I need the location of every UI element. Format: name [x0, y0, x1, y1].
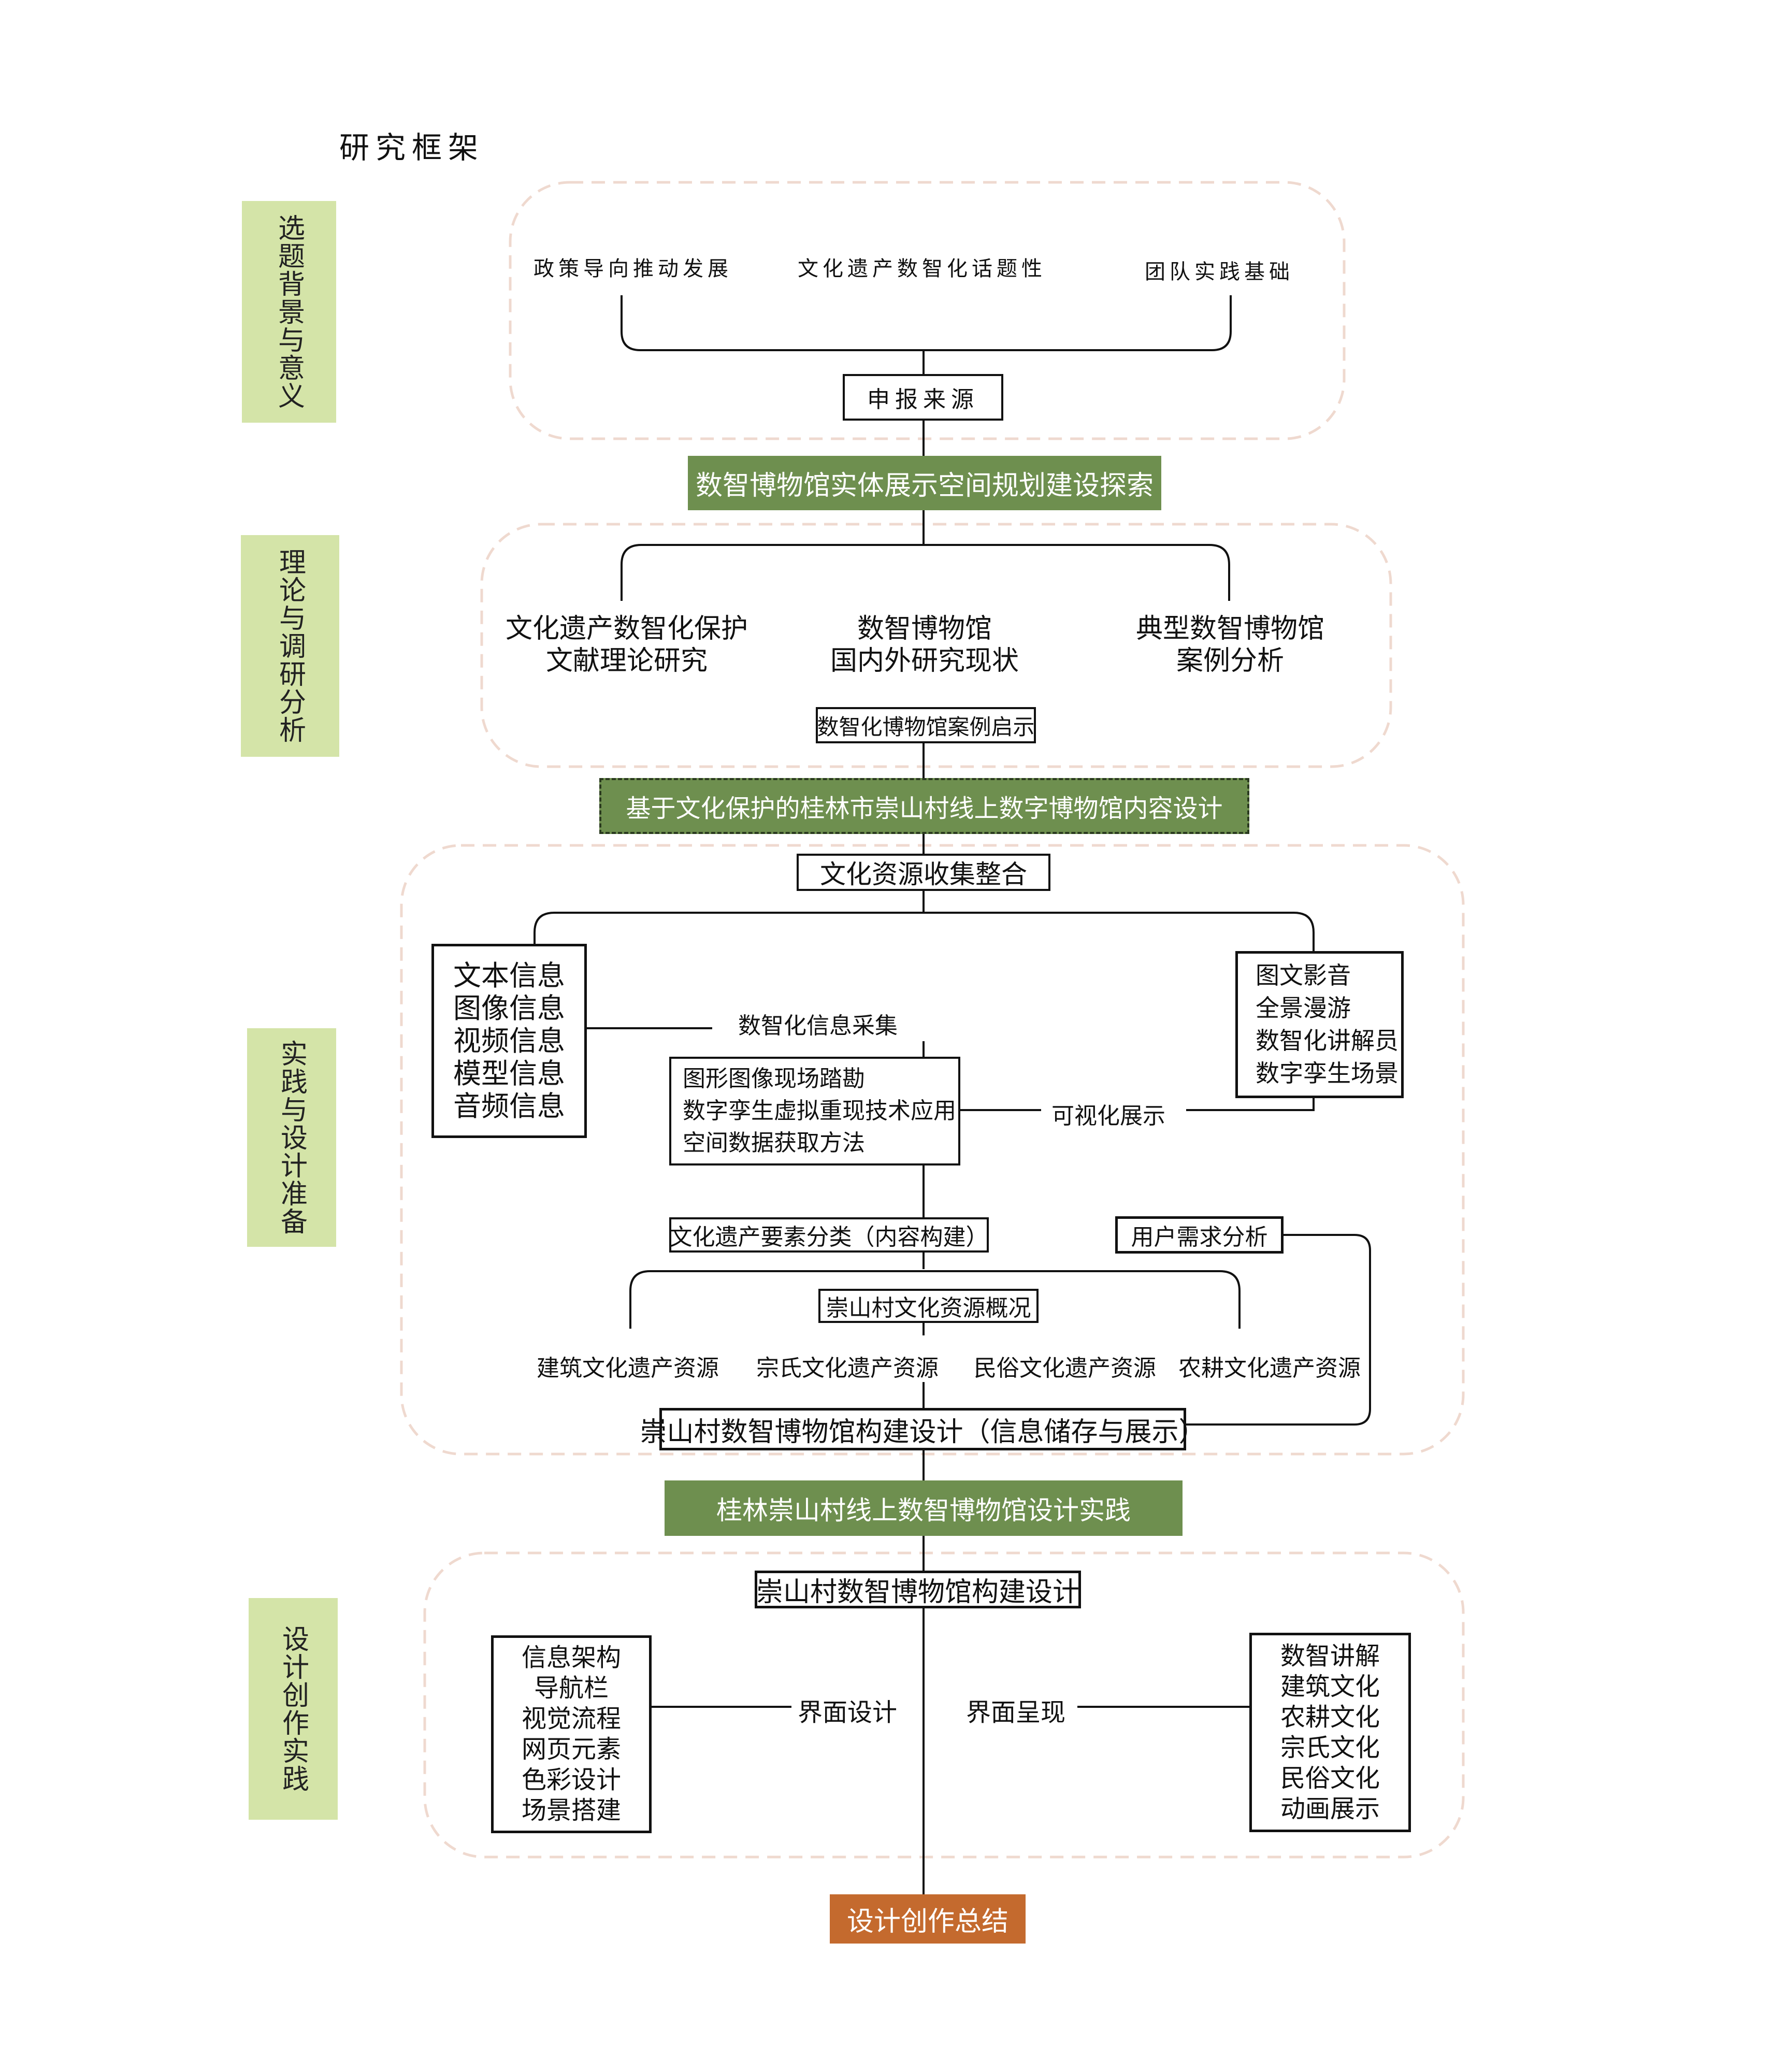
overview-box: 崇山村文化资源概况 — [818, 1289, 1039, 1323]
banner-design-practice: 桂林崇山村线上数智博物馆设计实践 — [665, 1480, 1183, 1536]
section-label-text: 理论与调研分析 — [274, 548, 306, 744]
resource-collection-box: 文化资源收集整合 — [797, 854, 1050, 891]
text-line: 文化遗产数智化保护 — [506, 613, 748, 644]
topic-team: 团队实践基础 — [1145, 260, 1294, 284]
list-item: 信息架构 — [521, 1643, 621, 1672]
interface-elements-box: 信息架构 导航栏 视觉流程 网页元素 色彩设计 场景搭建 — [491, 1635, 652, 1833]
list-item: 图形图像现场踏勘 — [683, 1066, 865, 1092]
topic-policy: 政策导向推动发展 — [534, 257, 732, 281]
resource-folk: 民俗文化遗产资源 — [974, 1355, 1156, 1382]
list-item: 色彩设计 — [521, 1765, 621, 1794]
stage2-bracket — [621, 544, 1230, 601]
text-line: 典型数智博物馆 — [1135, 613, 1324, 644]
page-title: 研究框架 — [339, 130, 485, 165]
methods-box: 图形图像现场踏勘 数字孪生虚拟重现技术应用 空间数据获取方法 — [669, 1057, 960, 1166]
text-line: 国内外研究现状 — [830, 645, 1019, 677]
list-item: 数字孪生虚拟重现技术应用 — [683, 1098, 956, 1124]
banner-content-design: 基于文化保护的桂林市崇山村线上数字博物馆内容设计 — [599, 778, 1249, 834]
list-item: 农耕文化 — [1280, 1702, 1380, 1732]
list-item: 文本信息 — [453, 959, 565, 992]
stage3-container — [400, 844, 1465, 1456]
list-item: 空间数据获取方法 — [683, 1130, 865, 1156]
list-item: 数智讲解 — [1280, 1641, 1380, 1671]
list-item: 导航栏 — [534, 1674, 609, 1703]
section-label-background: 选题背景与意义 — [242, 201, 336, 423]
list-item: 视频信息 — [453, 1025, 565, 1057]
visual-label: 可视化展示 — [1051, 1103, 1165, 1129]
build-design-box-2: 崇山村数智博物馆构建设计 — [755, 1571, 1081, 1608]
interface-design-label: 界面设计 — [798, 1698, 898, 1727]
list-item: 建筑文化 — [1280, 1672, 1380, 1701]
stage3-top-bracket — [534, 912, 1315, 951]
section-label-practice-prep: 实践与设计准备 — [247, 1028, 336, 1247]
section-label-theory: 理论与调研分析 — [241, 535, 339, 757]
interface-present-label: 界面呈现 — [966, 1698, 1066, 1727]
text-line: 案例分析 — [1176, 645, 1284, 677]
list-item: 图像信息 — [453, 992, 565, 1025]
list-item: 模型信息 — [453, 1057, 565, 1090]
list-item: 图文影音 — [1256, 961, 1351, 989]
banner-physical-space: 数智博物馆实体展示空间规划建设探索 — [688, 456, 1161, 510]
section-label-design-practice: 设计创作实践 — [249, 1598, 338, 1820]
list-item: 数字孪生场景 — [1256, 1059, 1399, 1087]
source-box: 申报来源 — [843, 374, 1003, 421]
stage2-container — [480, 523, 1392, 768]
list-item: 动画展示 — [1280, 1794, 1380, 1823]
text-line: 文献理论研究 — [545, 645, 708, 677]
theory-case-analysis: 典型数智博物馆 案例分析 — [1127, 611, 1334, 679]
stage1-container — [509, 181, 1346, 440]
visual-types-box: 图文影音 全景漫游 数智化讲解员 数字孪生场景 — [1235, 951, 1404, 1098]
info-types-box: 文本信息 图像信息 视频信息 模型信息 音频信息 — [431, 944, 587, 1138]
user-needs-box: 用户需求分析 — [1115, 1216, 1284, 1254]
text-line: 数智博物馆 — [857, 613, 992, 644]
resource-clan: 宗氏文化遗产资源 — [756, 1355, 939, 1382]
insight-box: 数智化博物馆案例启示 — [816, 707, 1036, 743]
visual-connector — [1186, 1098, 1315, 1111]
list-item: 场景搭建 — [521, 1796, 621, 1825]
list-item: 视觉流程 — [521, 1704, 621, 1733]
theory-research-status: 数智博物馆 国内外研究现状 — [813, 611, 1036, 679]
list-item: 数智化讲解员 — [1256, 1027, 1399, 1055]
list-item: 全景漫游 — [1256, 994, 1351, 1022]
list-item: 音频信息 — [453, 1090, 565, 1123]
section-label-text: 选题背景与意义 — [273, 214, 305, 410]
theory-literature: 文化遗产数智化保护 文献理论研究 — [506, 611, 748, 679]
user-needs-loop — [1186, 1234, 1371, 1426]
topic-heritage: 文化遗产数智化话题性 — [798, 257, 1046, 281]
section-label-text: 实践与设计准备 — [276, 1040, 307, 1235]
section-label-text: 设计创作实践 — [277, 1625, 309, 1793]
resource-architecture: 建筑文化遗产资源 — [537, 1355, 719, 1382]
list-item: 民俗文化 — [1280, 1763, 1380, 1793]
resource-farming: 农耕文化遗产资源 — [1178, 1355, 1361, 1382]
stage3-mid-bracket — [629, 1270, 1241, 1329]
summary-box: 设计创作总结 — [830, 1894, 1026, 1944]
list-item: 网页元素 — [521, 1735, 621, 1764]
list-item: 宗氏文化 — [1280, 1733, 1380, 1762]
presentation-items-box: 数智讲解 建筑文化 农耕文化 宗氏文化 民俗文化 动画展示 — [1249, 1633, 1411, 1832]
classify-box: 文化遗产要素分类（内容构建） — [669, 1217, 989, 1253]
stage1-bracket — [621, 295, 1232, 351]
stage4-container — [423, 1551, 1465, 1859]
digitize-label: 数智化信息采集 — [738, 1013, 898, 1039]
build-design-box: 崇山村数智博物馆构建设计（信息储存与展示） — [640, 1408, 1206, 1450]
